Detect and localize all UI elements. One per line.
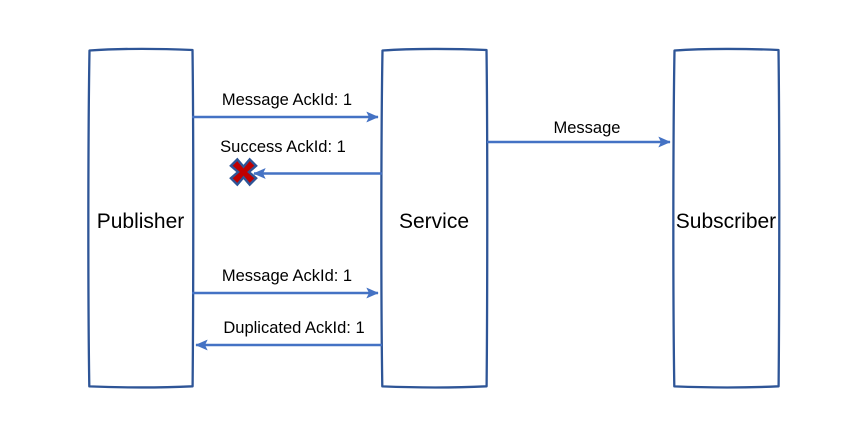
message-label-2: Success AckId: 1 xyxy=(220,138,346,156)
lifeline-box-publisher[interactable] xyxy=(87,47,195,389)
lifeline-box-service[interactable] xyxy=(380,47,489,389)
lifeline-box-subscriber[interactable] xyxy=(672,47,781,389)
failure-x-mark xyxy=(229,157,258,187)
message-label-4: Message AckId: 1 xyxy=(221,267,353,285)
lifeline-label-subscriber: Subscriber xyxy=(675,210,777,233)
lifeline-label-service: Service xyxy=(398,210,470,233)
message-label-3: Message xyxy=(553,119,621,137)
message-label-5: Duplicated AckId: 1 xyxy=(223,319,365,337)
message-label-1: Message AckId: 1 xyxy=(221,91,353,109)
lifeline-label-publisher: Publisher xyxy=(96,210,185,233)
